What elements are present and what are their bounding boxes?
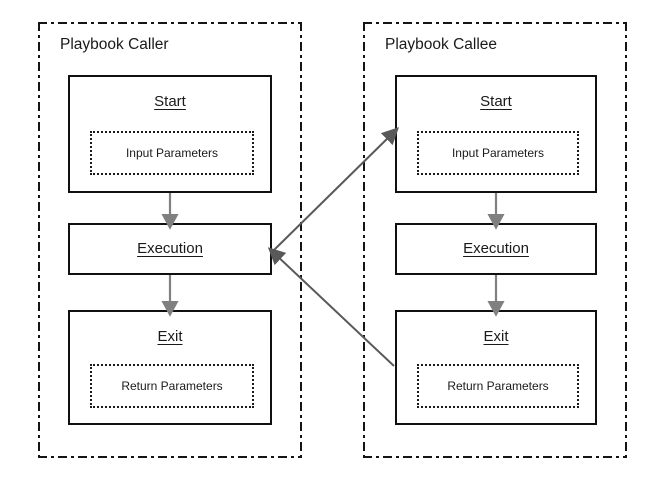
node-callee-execution[interactable]: Execution <box>395 223 597 275</box>
node-callee-execution-title: Execution <box>463 240 529 257</box>
param-box-callee-return: Return Parameters <box>417 364 579 408</box>
node-callee-exit[interactable]: Exit Return Parameters <box>395 310 597 425</box>
param-label-callee-input: Input Parameters <box>451 146 545 160</box>
param-label-caller-return: Return Parameters <box>121 379 223 393</box>
node-caller-exit[interactable]: Exit Return Parameters <box>68 310 272 425</box>
node-caller-exit-title: Exit <box>157 328 183 345</box>
param-box-caller-return: Return Parameters <box>90 364 254 408</box>
lane-caller-label: Playbook Caller <box>60 36 169 53</box>
param-label-caller-input: Input Parameters <box>125 146 219 160</box>
node-callee-exit-title: Exit <box>483 328 509 345</box>
node-callee-start-title: Start <box>480 93 512 110</box>
param-label-callee-return: Return Parameters <box>447 379 549 393</box>
node-callee-start[interactable]: Start Input Parameters <box>395 75 597 193</box>
edge-call-caller-to-callee <box>272 127 399 252</box>
node-caller-start-title: Start <box>154 93 186 110</box>
node-caller-execution-title: Execution <box>137 240 203 257</box>
node-caller-start[interactable]: Start Input Parameters <box>68 75 272 193</box>
lane-callee-label: Playbook Callee <box>385 36 498 53</box>
param-box-callee-input: Input Parameters <box>417 131 579 175</box>
edge-return-callee-to-caller <box>267 247 395 367</box>
param-box-caller-input: Input Parameters <box>90 131 254 175</box>
